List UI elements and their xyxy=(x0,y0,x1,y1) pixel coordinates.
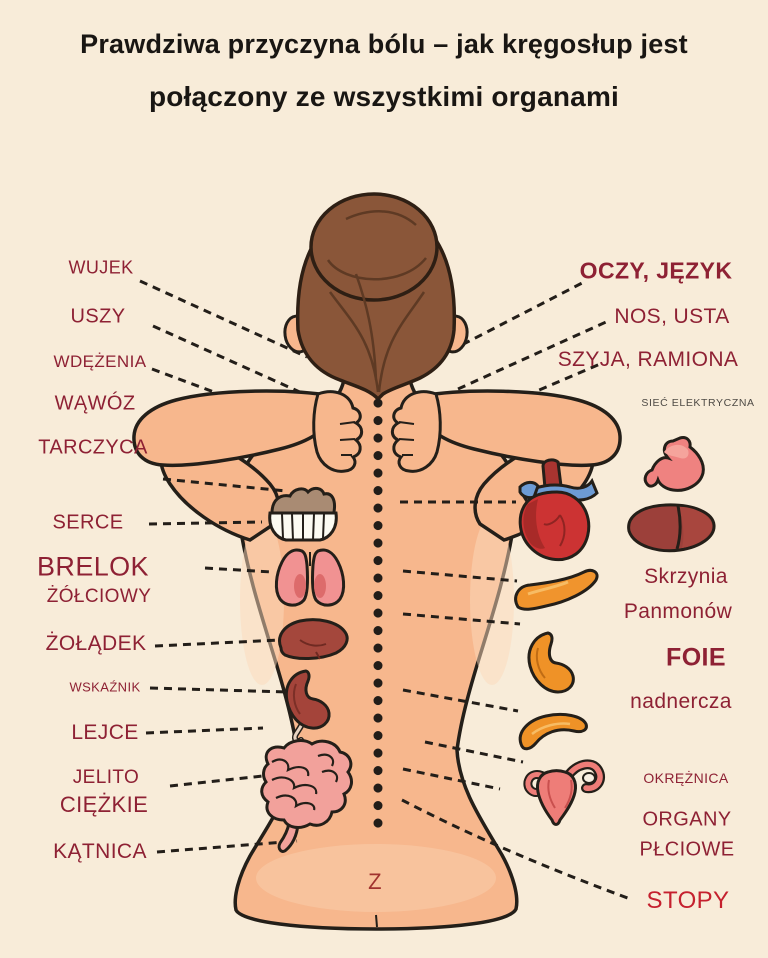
label-wdezenia: WDĘŻENIA xyxy=(53,352,147,371)
label-nos-usta: NOS, USTA xyxy=(614,305,730,328)
arm-left-icon xyxy=(132,389,364,542)
hair-bun-icon xyxy=(295,192,457,402)
stomach-icon xyxy=(643,436,705,492)
label-zolciowy: ŻÓŁCIOWY xyxy=(46,586,152,607)
label-ciezkie: CIĘŻKIE xyxy=(59,792,149,817)
label-wujek: WUJEK xyxy=(68,257,134,278)
label-katnica: KĄTNICA xyxy=(53,840,147,863)
label-okreznica: OKRĘŻNICA xyxy=(643,770,729,786)
label-z: Z xyxy=(368,869,382,894)
liver-right-icon xyxy=(627,503,716,553)
label-jelito: JELITO xyxy=(72,767,140,788)
label-panmonow: Panmonów xyxy=(623,600,733,623)
label-brelok: BRELOK xyxy=(37,551,149,582)
label-skrzynia: Skrzynia xyxy=(644,565,728,588)
label-nadnercza: nadnercza xyxy=(630,690,732,713)
buttock-crease xyxy=(375,914,378,928)
spleen-icon xyxy=(518,712,588,751)
hand-icon xyxy=(312,390,364,473)
page-title-line1: Prawdziwa przyczyna bólu – jak kręgosłup… xyxy=(80,29,688,59)
label-organy: ORGANY xyxy=(642,808,732,831)
label-tarczyca: TARCZYCA xyxy=(38,436,148,459)
skin-highlights xyxy=(240,515,514,912)
label-szyja-ramiona: SZYJA, RAMIONA xyxy=(557,348,739,371)
label-oczy-jezyk: OCZY, JĘZYK xyxy=(579,257,733,284)
label-uszy: USZY xyxy=(70,305,126,328)
page-title-line2: połączony ze wszystkimi organami xyxy=(148,81,620,112)
pancreas-icon xyxy=(514,568,599,611)
label-plciowe: PŁCIOWE xyxy=(639,838,735,861)
label-foie: FOIE xyxy=(666,643,726,672)
label-wskaznik: WSKAŹNIK xyxy=(69,679,141,695)
uterus-icon xyxy=(523,759,606,826)
heart-icon xyxy=(518,458,599,562)
label-serce: SERCE xyxy=(52,511,124,534)
liver-icon xyxy=(278,618,349,660)
label-stopy: STOPY xyxy=(646,887,730,914)
connector-lines-body xyxy=(145,477,634,902)
label-lejce: LEJCE xyxy=(71,721,139,744)
kidney-right-icon xyxy=(527,631,575,694)
teeth-icon xyxy=(268,486,338,542)
lungs-icon xyxy=(274,548,346,607)
intestines-icon xyxy=(260,739,353,853)
label-wawoz: WĄWÓZ xyxy=(54,392,136,415)
label-zoladek: ŻOŁĄDEK xyxy=(45,632,147,655)
label-siec-elektryczna: SIEĆ ELEKTRYCZNA xyxy=(641,397,755,409)
